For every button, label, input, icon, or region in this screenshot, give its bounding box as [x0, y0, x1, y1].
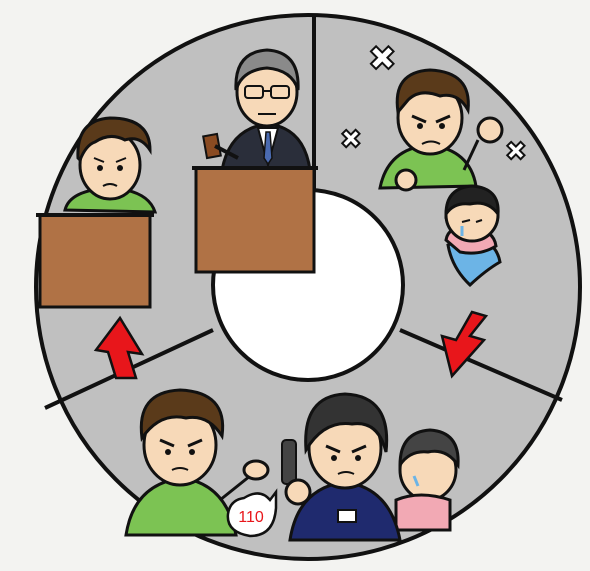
phone-icon [282, 440, 296, 484]
id-badge [338, 510, 356, 522]
defendant-figure [65, 118, 155, 212]
svg-text:✖: ✖ [340, 125, 362, 155]
judge-bench [196, 168, 314, 272]
comforted-child [396, 430, 458, 530]
svg-text:✖: ✖ [505, 137, 527, 167]
emergency-number: 110 [238, 509, 264, 526]
svg-text:✖: ✖ [368, 39, 397, 79]
defendant-desk [40, 215, 150, 307]
